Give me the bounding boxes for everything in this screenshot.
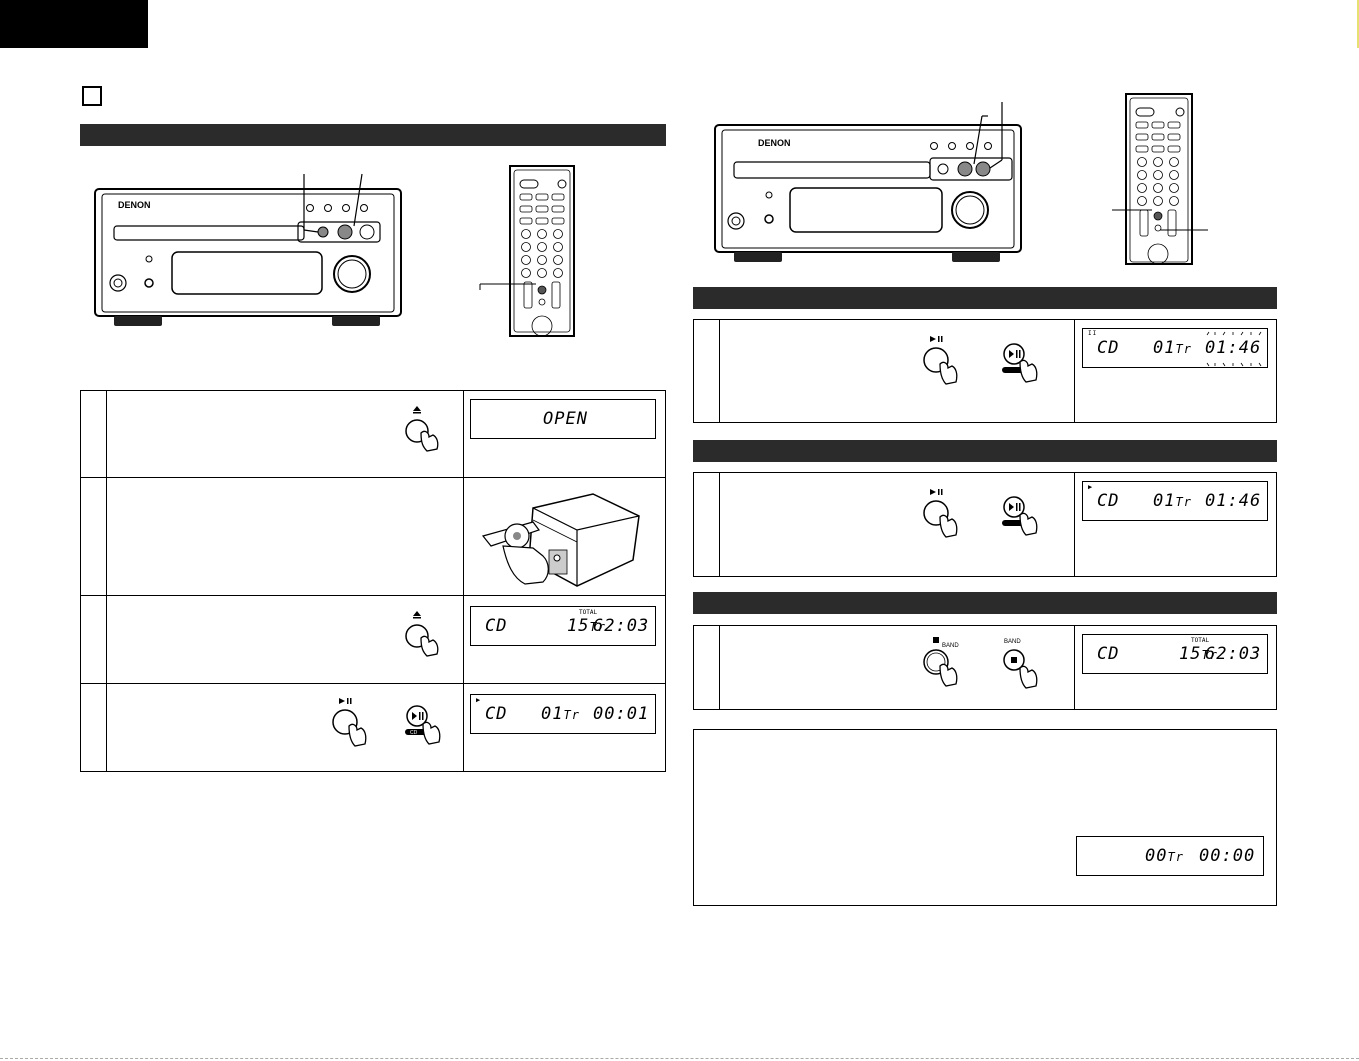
lcd-stop-time: 62:03: [1205, 644, 1262, 664]
lcd-total-label: TOTAL: [579, 609, 598, 616]
remote-cd-play-button-icon[interactable]: CD: [397, 694, 447, 748]
section-header-bar-pause: [693, 287, 1277, 309]
lcd-play-tr: Tr: [563, 708, 580, 722]
step-row-2: [81, 477, 665, 595]
main-unit-illustration: DENON: [94, 173, 402, 326]
step-row-4: CD ▶ CD 01Tr 00:01: [81, 683, 665, 772]
lcd-pause-track: 01: [1153, 338, 1176, 358]
remote-cd-label: CD: [410, 730, 418, 736]
open-close-button-icon[interactable]: [399, 403, 445, 453]
edge-marker: [1357, 0, 1359, 48]
lcd-no-disc: 00Tr 00:00: [1076, 836, 1264, 876]
lcd-resume-track: 01: [1153, 491, 1176, 511]
step-row-1: OPEN: [81, 391, 665, 477]
lcd-no-disc-time: 00:00: [1199, 846, 1256, 866]
blink-marks-icon: [1206, 331, 1262, 367]
resume-steps-table: ▶ CD 01Tr 01:46: [693, 472, 1277, 577]
pause-play-button-icon[interactable]: [916, 332, 966, 386]
lcd-pause: II CD 01Tr 01:46: [1082, 328, 1268, 368]
pause-steps-table: II CD 01Tr 01:46: [693, 319, 1277, 423]
brand-logo: DENON: [118, 200, 151, 210]
page-tab-block: [0, 0, 148, 48]
lcd-total-source: CD: [485, 616, 508, 636]
open-close-button-icon-2[interactable]: [399, 608, 445, 658]
lcd-total-track: 15: [567, 616, 590, 636]
lcd-total-time: 62:03: [593, 616, 650, 636]
pause-remote-cd-button-icon[interactable]: [994, 332, 1044, 386]
remote-illustration-left: [479, 165, 575, 337]
lcd-total-tr: Tr: [589, 620, 606, 634]
lcd-play-source: CD: [485, 704, 508, 724]
page-bottom-dash: [0, 1058, 1359, 1059]
remote-band-label: BAND: [1004, 639, 1021, 645]
section-header-bar-resume: [693, 440, 1277, 462]
lcd-stop-source: CD: [1097, 644, 1120, 664]
lcd-stop-tr: Tr: [1201, 648, 1218, 662]
remote-band-stop-button-icon[interactable]: BAND: [994, 634, 1050, 694]
main-unit-illustration-right: DENON: [714, 102, 1022, 262]
lcd-pause-indicator: II: [1088, 330, 1098, 337]
lcd-resume: ▶ CD 01Tr 01:46: [1082, 481, 1268, 521]
lcd-stop-total-label: TOTAL: [1191, 637, 1210, 644]
load-steps-table: OPEN CD TOTAL 15Tr 62:03: [80, 390, 666, 772]
step-row-3: CD TOTAL 15Tr 62:03: [81, 595, 665, 683]
section-header-bar-load: [80, 124, 666, 146]
lcd-resume-tr: Tr: [1175, 495, 1192, 509]
lcd-pause-time: 01:46: [1205, 338, 1262, 358]
lcd-resume-indicator: ▶: [1088, 483, 1094, 491]
resume-play-button-icon[interactable]: [916, 485, 966, 539]
lcd-open: OPEN: [470, 399, 656, 439]
lcd-no-disc-track: 00: [1145, 846, 1168, 866]
lcd-open-text: OPEN: [543, 409, 588, 429]
section-header-bar-stop: [693, 592, 1277, 614]
lcd-play-time: 00:01: [593, 704, 650, 724]
disc-loading-illustration: [481, 493, 640, 587]
stop-steps-table: BAND BAND CD TOTAL 15Tr 62:03: [693, 625, 1277, 710]
lcd-stop-track: 15: [1179, 644, 1202, 664]
lcd-no-disc-tr: Tr: [1167, 850, 1184, 864]
lcd-stop: CD TOTAL 15Tr 62:03: [1082, 634, 1268, 674]
play-pause-button-icon[interactable]: [325, 694, 375, 748]
resume-remote-cd-button-icon[interactable]: [994, 485, 1044, 539]
lcd-play-start: ▶ CD 01Tr 00:01: [470, 694, 656, 734]
remote-illustration-right: [1112, 93, 1208, 265]
lcd-play-track: 01: [541, 704, 564, 724]
lcd-pause-source: CD: [1097, 338, 1120, 358]
lcd-total: CD TOTAL 15Tr 62:03: [470, 606, 656, 646]
lcd-resume-source: CD: [1097, 491, 1120, 511]
brand-logo-right: DENON: [758, 138, 791, 148]
lcd-play-indicator: ▶: [476, 696, 482, 704]
stop-band-button-icon[interactable]: BAND: [916, 634, 976, 694]
note-box: 00Tr 00:00: [693, 729, 1277, 906]
lcd-pause-tr: Tr: [1175, 342, 1192, 356]
lcd-resume-time: 01:46: [1205, 491, 1262, 511]
section-marker: [82, 86, 102, 106]
stop-band-label: BAND: [942, 643, 959, 649]
